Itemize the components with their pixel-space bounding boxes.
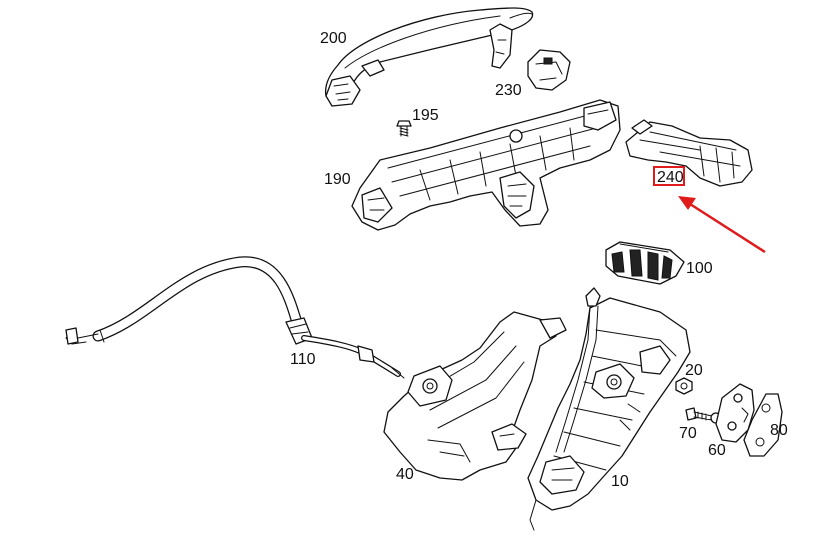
part-230-bracket[interactable] bbox=[527, 49, 571, 91]
label-part-70: 70 bbox=[679, 425, 697, 442]
part-70-bolt[interactable] bbox=[685, 407, 722, 424]
label-part-20: 20 bbox=[685, 362, 703, 379]
part-240-bracket[interactable] bbox=[625, 119, 753, 187]
label-part-230: 230 bbox=[495, 82, 522, 99]
label-part-10: 10 bbox=[611, 473, 629, 490]
highlight-arrow bbox=[678, 196, 766, 254]
part-200-door-handle[interactable] bbox=[324, 7, 534, 107]
label-part-100: 100 bbox=[686, 260, 713, 277]
label-part-200: 200 bbox=[320, 30, 347, 47]
part-40-housing[interactable] bbox=[383, 311, 567, 481]
label-part-195: 195 bbox=[412, 107, 439, 124]
part-110-cable[interactable] bbox=[65, 256, 405, 379]
part-80-shim-plate[interactable] bbox=[743, 393, 783, 457]
label-part-190: 190 bbox=[324, 171, 351, 188]
part-195-screw[interactable] bbox=[396, 120, 412, 137]
part-240-highlight-box bbox=[653, 166, 685, 186]
part-60-striker[interactable] bbox=[715, 383, 755, 443]
part-100-connector[interactable] bbox=[605, 241, 685, 285]
label-part-110: 110 bbox=[290, 351, 316, 368]
label-part-40: 40 bbox=[396, 466, 414, 483]
part-20-nut[interactable] bbox=[675, 377, 693, 395]
label-part-240: 240 bbox=[657, 169, 684, 186]
label-part-80: 80 bbox=[770, 422, 788, 439]
part-10-door-lock[interactable] bbox=[527, 287, 691, 531]
label-part-60: 60 bbox=[708, 442, 726, 459]
part-190-handle-carrier[interactable] bbox=[351, 99, 621, 231]
